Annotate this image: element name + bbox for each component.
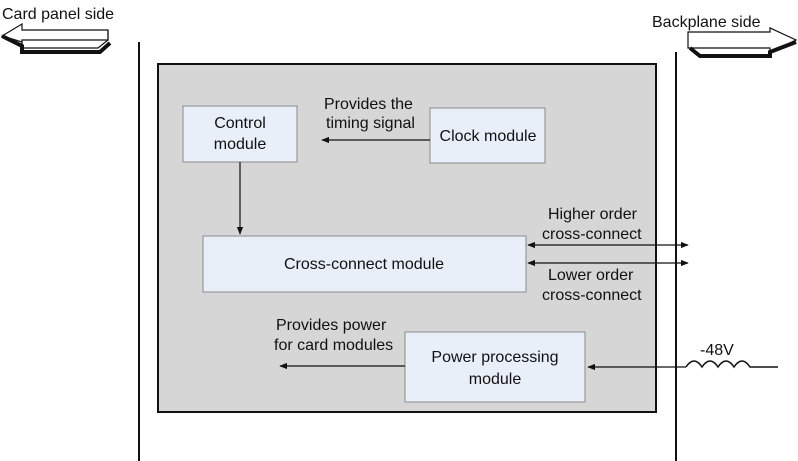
power-output-label-line2: for card modules [274,337,393,354]
higher-order-label-line1: Higher order [548,206,638,223]
card-panel-side-arrow [0,22,112,54]
timing-signal-label-line2: timing signal [326,115,415,132]
power-output-label-line1: Provides power [276,317,387,334]
clock-module-box [429,107,546,164]
card-panel-side-label: Card panel side [2,6,114,23]
clock-module-label: Clock module [440,128,537,145]
timing-signal-label-line1: Provides the [324,96,413,113]
lower-order-label-line2: cross-connect [542,287,642,304]
inductor-coil-icon [685,360,778,369]
power-module-label-line1: Power processing [431,349,558,366]
voltage-label: -48V [700,342,734,359]
control-module-box [182,105,298,163]
cross-connect-module-box [202,235,527,293]
power-module-label-line2: module [469,371,522,388]
control-module-label-line1: Control [214,115,266,132]
backplane-side-arrow [687,27,798,58]
control-module-label-line2: module [214,136,267,153]
backplane-side-label: Backplane side [652,14,761,31]
lower-order-label-line1: Lower order [548,267,634,284]
higher-order-label-line2: cross-connect [542,226,642,243]
cross-connect-module-label: Cross-connect module [284,256,444,273]
power-module-box [404,331,586,403]
